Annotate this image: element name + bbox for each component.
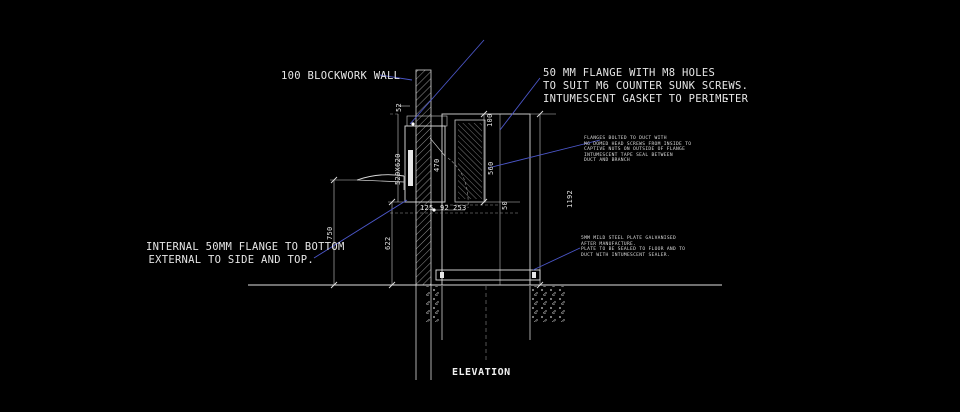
- dim-750: 750: [326, 226, 334, 240]
- dimension-ticks: [330, 110, 544, 289]
- branch-box: [356, 115, 448, 203]
- dim-560: 560: [487, 161, 495, 175]
- plate-note-line-2: AFTER MANUFACTURE.: [581, 241, 637, 247]
- flange-top-line-1: 50 MM FLANGE WITH M8 HOLES: [543, 67, 716, 79]
- vertical-duct: [441, 113, 531, 286]
- flange-top-line-2: TO SUIT M6 COUNTER SUNK SCREWS.: [543, 80, 749, 92]
- flange-top-line-3: INTUMESCENT GASKET TO PERIMETER: [543, 93, 749, 105]
- flange-note-line-5: DUCT AND BRANCH: [584, 158, 630, 164]
- flange-note-line-4: INTUMESCENT TAPE SEAL BETWEEN: [584, 152, 673, 158]
- plate-note-line-3: PLATE TO BE SEALED TO FLOOR AND TO: [581, 247, 686, 253]
- dim-92: 92: [440, 204, 450, 212]
- leader-lines: [313, 39, 601, 271]
- flange-top-label: 50 MM FLANGE WITH M8 HOLES TO SUIT M6 CO…: [543, 67, 748, 106]
- plate-note-line-4: DUCT WITH INTUMESCENT SEALER.: [581, 252, 670, 258]
- dim-520x620: 520X620: [394, 153, 402, 185]
- dim-100: 100: [486, 113, 494, 127]
- flange-note-line-1: FLANGES BOLTED TO DUCT WITH: [584, 136, 667, 141]
- dim-125: 125: [420, 204, 434, 212]
- plate-note-line-1: 5mm MILD STEEL PLATE GALVANISED: [581, 236, 677, 241]
- dim-1192: 1192: [566, 189, 574, 208]
- dim-470: 470: [433, 158, 441, 172]
- flange-bolted-note: FLANGES BOLTED TO DUCT WITH M6 DOMED HEA…: [584, 136, 691, 164]
- dim-50: 50: [501, 200, 509, 210]
- internal-flange-line-2: EXTERNAL TO SIDE AND TOP.: [148, 254, 314, 266]
- dim-253: 253: [453, 204, 467, 212]
- dim-622: 622: [384, 236, 392, 250]
- blockwork-wall: [415, 69, 432, 380]
- drawing-title: ELEVATION: [452, 367, 511, 378]
- blockwork-wall-label: 100 BLOCKWORK WALL: [281, 70, 401, 82]
- dim-52: 52: [395, 102, 403, 112]
- floor-slab: [426, 286, 568, 360]
- steel-plate-note: 5mm MILD STEEL PLATE GALVANISED AFTER MA…: [581, 236, 685, 258]
- flange-note-line-3: CAPTIVE NUTS ON OUTSIDE OF FLANGE: [584, 147, 686, 153]
- internal-flange-label: INTERNAL 50mm FLANGE TO BOTTOM EXTERNAL …: [146, 241, 345, 267]
- dimension-lines: [330, 105, 556, 285]
- internal-flange-line-1: INTERNAL 50mm FLANGE TO BOTTOM: [146, 241, 345, 253]
- base-plate: [435, 269, 541, 281]
- hidden-lines: [390, 113, 520, 214]
- flange-note-line-2: M6 DOMED HEAD SCREWS FROM INSIDE TO: [584, 141, 692, 147]
